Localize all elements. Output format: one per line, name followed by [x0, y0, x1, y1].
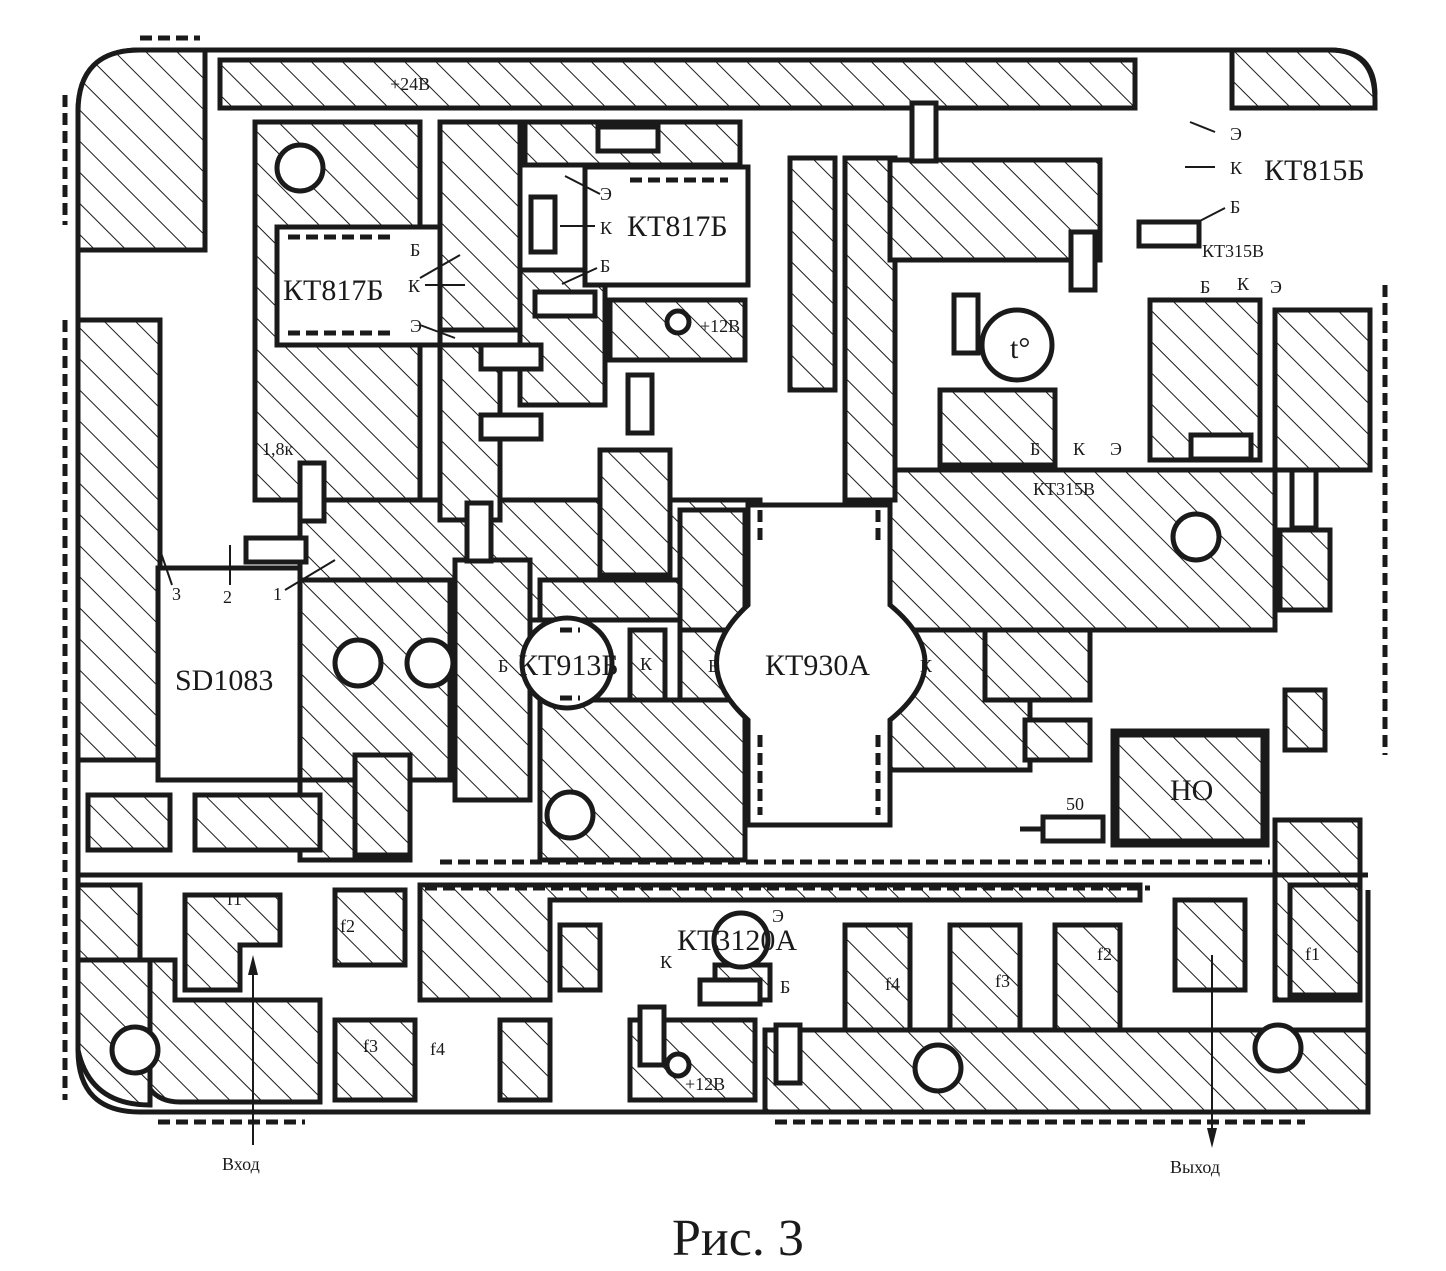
label-resistor-50: 50	[1066, 794, 1084, 814]
mounting-hole	[274, 142, 326, 194]
thermistor	[979, 307, 1055, 383]
label-kt315v-bottom: КТ315В	[1033, 479, 1095, 499]
pin-b: Б	[410, 240, 420, 260]
label-kt930a: КТ930А	[765, 649, 870, 682]
pin-e: Э	[600, 184, 612, 204]
label-f2-out: f2	[1097, 944, 1112, 964]
pin-k: К	[1073, 439, 1086, 459]
pin-b: Б	[600, 256, 610, 276]
resistors	[243, 100, 1319, 1086]
sd1083	[155, 545, 336, 783]
pin-k: К	[660, 952, 673, 972]
kt817b-right	[560, 164, 751, 288]
pin-3: 3	[172, 584, 181, 604]
label-24v: +24В	[390, 74, 430, 94]
pin-k: К	[920, 656, 933, 676]
kt913b	[519, 615, 615, 711]
ground-plane	[75, 47, 1373, 1003]
mounting-hole	[109, 1024, 161, 1076]
label-f4-out: f4	[885, 974, 900, 994]
input-arrow-head	[248, 955, 258, 975]
pin-e: Э	[772, 906, 784, 926]
labels: +24В КТ817Б Б К Э КТ817Б Э К Б +12В КТ81…	[172, 74, 1365, 1267]
pin-e: Э	[1270, 277, 1282, 297]
mounting-hole	[912, 1042, 964, 1094]
mounting-hole	[544, 789, 596, 841]
label-kt815b: КТ815Б	[1264, 154, 1365, 187]
label-12v-top: +12В	[700, 316, 740, 336]
pin-b: Б	[1200, 277, 1210, 297]
pin-e: Э	[1230, 124, 1242, 144]
label-kt3120a: КТ3120А	[677, 924, 797, 957]
label-f3-in: f3	[363, 1036, 378, 1056]
pin-k: К	[1237, 274, 1250, 294]
label-input: Вход	[222, 1154, 260, 1174]
pin-1: 1	[273, 584, 282, 604]
label-f1-in: f1	[227, 889, 242, 909]
pin-e: Э	[410, 316, 422, 336]
pin-k: К	[600, 218, 613, 238]
mounting-hole	[1252, 1022, 1304, 1074]
resistor-50	[1020, 814, 1106, 844]
edge-marks	[62, 35, 1388, 1125]
pin-b: Б	[1230, 197, 1240, 217]
label-ho: НО	[1170, 774, 1213, 807]
label-kt817b-left: КТ817Б	[283, 274, 384, 307]
pin-k: К	[408, 276, 421, 296]
pin-b: Б	[708, 656, 718, 676]
label-kt913b: КТ913Б	[518, 649, 619, 682]
label-12v-bottom: +12В	[685, 1074, 725, 1094]
label-f2-in: f2	[340, 916, 355, 936]
bus-24v	[217, 57, 1138, 111]
figure-caption: Рис. 3	[672, 1210, 804, 1267]
kt930a	[714, 502, 928, 828]
kt817b-left	[274, 224, 465, 348]
mounting-hole	[404, 637, 456, 689]
pin-b: Б	[780, 977, 790, 997]
mounting-holes	[109, 142, 1304, 1094]
filter-section	[75, 872, 1371, 1115]
label-kt817b-right: КТ817Б	[627, 210, 728, 243]
label-f3-out: f3	[995, 971, 1010, 991]
pin-b: Б	[1030, 439, 1040, 459]
kt3120a	[711, 910, 771, 970]
label-output: Выход	[1170, 1157, 1220, 1177]
mounting-hole	[1170, 511, 1222, 563]
label-f4-in: f4	[430, 1039, 445, 1059]
pin-b: Б	[498, 656, 508, 676]
pin-k: К	[1230, 158, 1243, 178]
test-point-12v	[664, 1051, 692, 1079]
pin-2: 2	[223, 587, 232, 607]
label-f1-out: f1	[1305, 944, 1320, 964]
label-sd1083: SD1083	[175, 664, 273, 697]
io-arrows	[248, 955, 1217, 1148]
label-kt315v-top: КТ315В	[1202, 241, 1264, 261]
ho-block	[1110, 728, 1270, 848]
pin-e: Э	[1110, 439, 1122, 459]
kt815b	[1185, 121, 1226, 226]
output-arrow-head	[1207, 1128, 1217, 1148]
test-point-12v	[664, 308, 692, 336]
pin-k: К	[640, 654, 653, 674]
mounting-hole	[332, 637, 384, 689]
label-resistor-1k8: 1,8к	[262, 439, 294, 459]
label-thermistor: t°	[1010, 332, 1030, 365]
